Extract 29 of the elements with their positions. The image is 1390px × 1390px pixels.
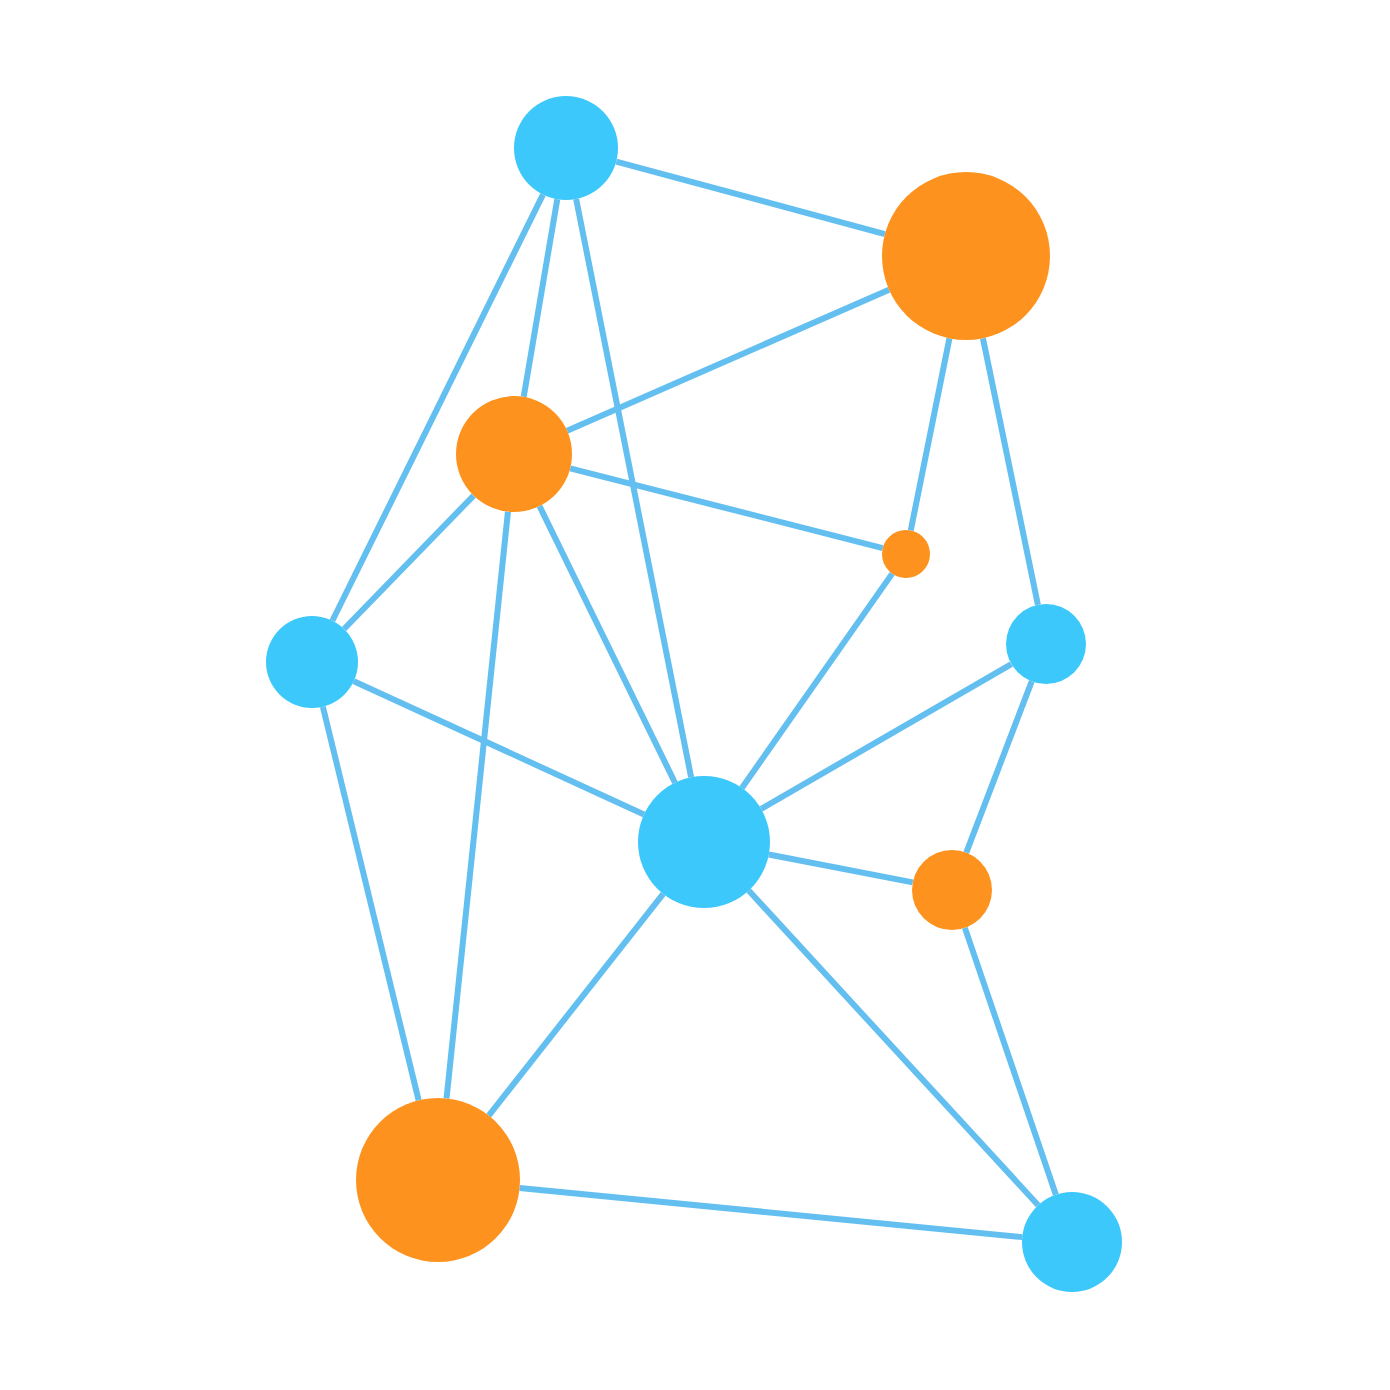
connector-line bbox=[443, 511, 511, 1099]
network-node bbox=[456, 396, 572, 512]
connector-line bbox=[573, 198, 695, 778]
network-node bbox=[912, 850, 992, 930]
connector-line bbox=[329, 193, 546, 623]
connector-line bbox=[739, 571, 895, 790]
connector-line bbox=[319, 706, 422, 1102]
connector-line bbox=[569, 465, 884, 551]
network-node bbox=[638, 776, 770, 908]
connector-line bbox=[536, 504, 678, 785]
connector-line bbox=[615, 158, 886, 237]
network-node bbox=[1006, 604, 1086, 684]
network-node bbox=[882, 530, 930, 578]
connector-line bbox=[963, 680, 1035, 854]
network-node bbox=[1022, 1192, 1122, 1292]
connector-line bbox=[980, 337, 1041, 606]
connector-line bbox=[486, 892, 666, 1118]
network-node bbox=[266, 616, 358, 708]
connector-line bbox=[907, 337, 953, 532]
connector-line bbox=[962, 926, 1059, 1196]
connector-line bbox=[768, 851, 914, 886]
network-node bbox=[514, 96, 618, 200]
connector-line bbox=[341, 493, 476, 632]
connector-line bbox=[519, 1185, 1023, 1241]
connector-line bbox=[746, 888, 1041, 1208]
connector-line bbox=[520, 198, 561, 398]
connector-line bbox=[352, 678, 646, 818]
connector-line bbox=[565, 286, 891, 434]
connector-line bbox=[759, 661, 1013, 812]
